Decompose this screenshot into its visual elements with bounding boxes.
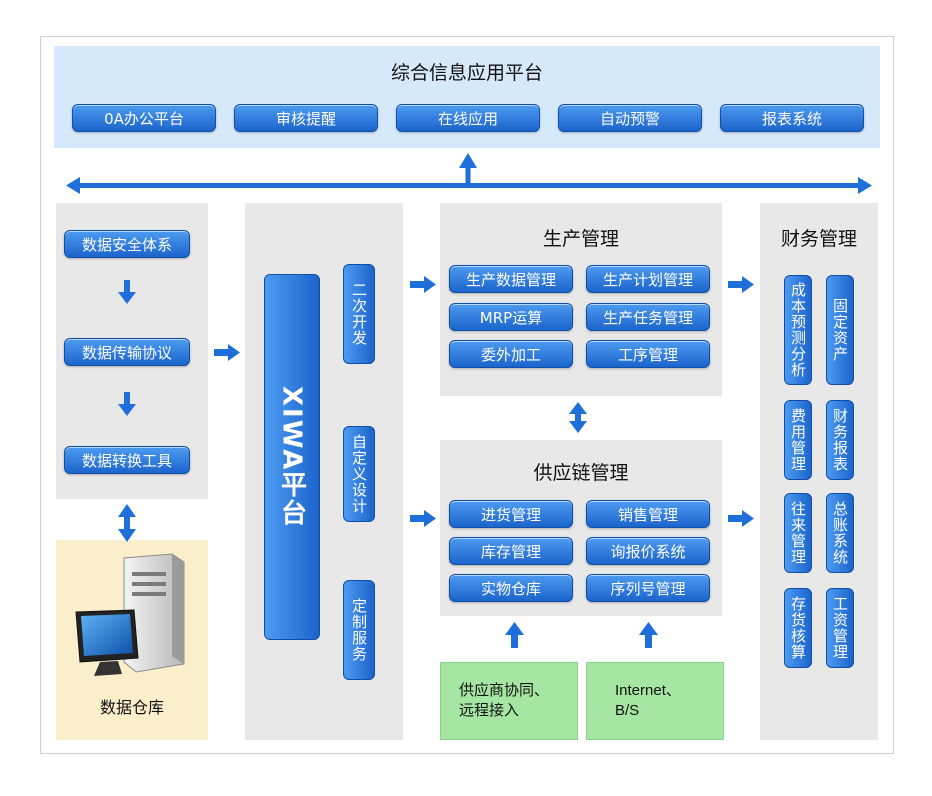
top-btn-online: 在线应用 [396,104,540,132]
fin-cost-forecast: 成本预测分析 [784,275,812,385]
data-protocol-button: 数据传输协议 [64,338,190,366]
internet-label: Internet、B/S [615,682,681,719]
supply-serial-mgmt: 序列号管理 [586,574,710,602]
prod-process-mgmt: 工序管理 [586,340,710,368]
prod-outsourcing: 委外加工 [449,340,573,368]
supplier-collab-box: 供应商协同、远程接入 [440,662,578,740]
xiwa-platform-bar [264,274,320,640]
top-platform-title: 综合信息应用平台 [390,62,543,84]
fin-general-ledger: 总账系统 [826,493,854,573]
fin-payroll: 工资管理 [826,588,854,668]
computer-icon [75,553,185,676]
xiwa-secondary-dev: 二次开发 [343,264,375,364]
data-security-button: 数据安全体系 [64,230,190,258]
supply-sales: 销售管理 [586,500,710,528]
top-btn-alert: 自动预警 [558,104,702,132]
top-btn-oa: 0A办公平台 [72,104,216,132]
supply-quotation: 询报价系统 [586,537,710,565]
top-btn-report: 报表系统 [720,104,864,132]
prod-data-mgmt: 生产数据管理 [449,265,573,293]
fin-inventory-accounting: 存货核算 [784,588,812,668]
xiwa-custom-design: 自定义设计 [343,426,375,522]
fin-financial-report: 财务报表 [826,400,854,480]
finance-panel [760,203,878,740]
warehouse-label: 数据仓库 [99,698,164,717]
production-title: 生产管理 [542,228,619,250]
internet-box: Internet、B/S [586,662,724,740]
supply-title: 供应链管理 [533,462,629,484]
fin-expense-mgmt: 费用管理 [784,400,812,480]
finance-title: 财务管理 [780,228,857,250]
data-convert-button: 数据转换工具 [64,446,190,474]
top-btn-review: 审核提醒 [234,104,378,132]
supply-inventory: 库存管理 [449,537,573,565]
fin-ar-ap: 往来管理 [784,493,812,573]
xiwa-platform-label: XIWA平台 [276,386,307,528]
prod-task-mgmt: 生产任务管理 [586,303,710,331]
supply-purchase: 进货管理 [449,500,573,528]
supply-physical-warehouse: 实物仓库 [449,574,573,602]
supplier-collab-label: 供应商协同、远程接入 [459,682,550,719]
fin-fixed-assets: 固定资产 [826,275,854,385]
xiwa-custom-service: 定制服务 [343,580,375,680]
prod-mrp: MRP运算 [449,303,573,331]
prod-plan-mgmt: 生产计划管理 [586,265,710,293]
